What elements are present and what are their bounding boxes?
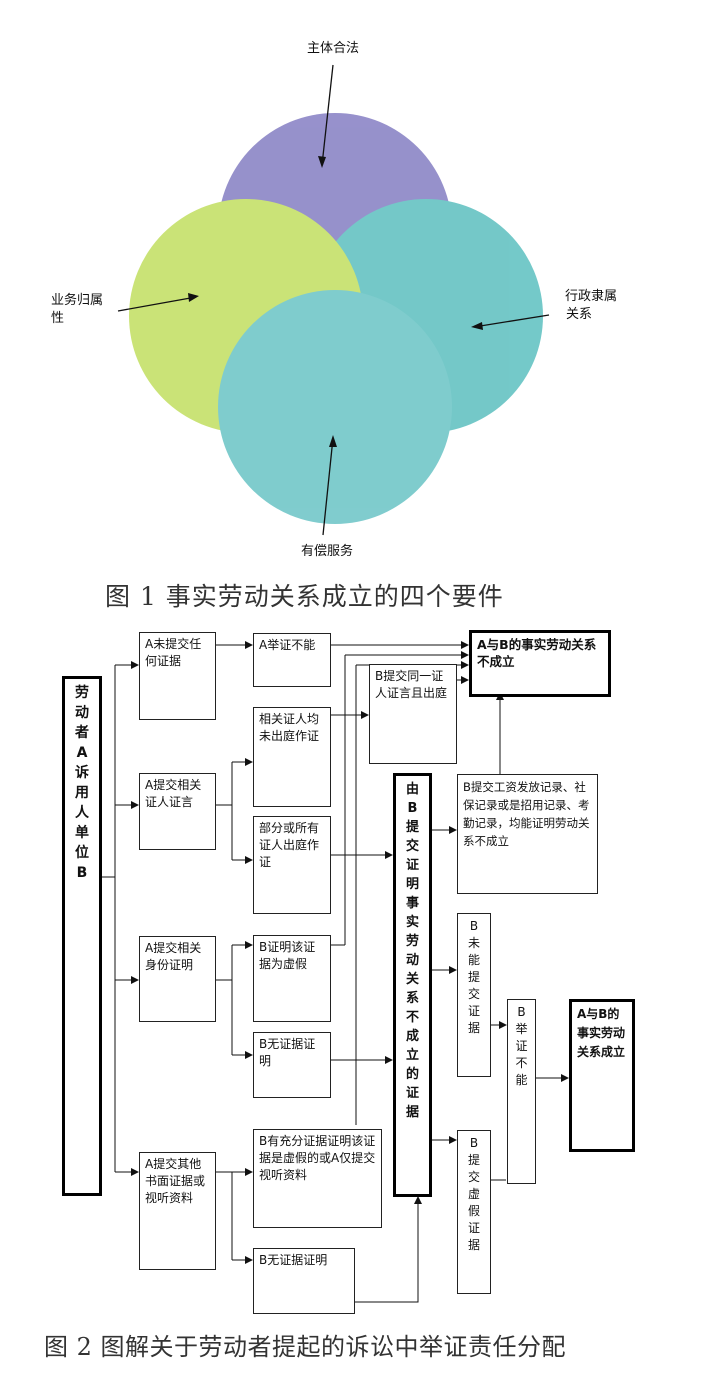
b-no-evidence-box-1: B无证据证明 xyxy=(253,1032,331,1098)
label-business-attribution: 业务归属 性 xyxy=(51,292,103,328)
label-paid-service: 有偿服务 xyxy=(301,544,354,559)
witness-partial-box: 部分或所有证人出庭作证 xyxy=(253,816,331,914)
root-text: 劳动者A诉用人单位B xyxy=(75,685,89,881)
arrow-right xyxy=(473,314,550,328)
label-business-attribution-line2: 性 xyxy=(51,311,65,326)
venn-diagram xyxy=(117,64,550,536)
a-witness-box: A提交相关证人证言 xyxy=(139,773,216,850)
center-evidence-text: 由B提交证明事实劳动关系不成立的证据 xyxy=(406,782,420,1120)
label-business-attribution-line1: 业务归属 xyxy=(51,293,104,308)
label-admin-line2: 关系 xyxy=(566,307,593,322)
b-records-box: B提交工资发放记录、社保记录或是招用记录、考勤记录，均能证明劳动关系不成立 xyxy=(457,774,598,894)
venn-circle-paid-service xyxy=(218,290,452,524)
b-false-submit-text: B提交虚假证据 xyxy=(468,1136,481,1252)
b-false-submit-box: B提交虚假证据 xyxy=(457,1130,491,1294)
a-cannot-prove-box: A举证不能 xyxy=(253,633,331,687)
b-sufficient-evidence-box: B有充分证据证明该证据是虚假的或A仅提交视听资料 xyxy=(253,1129,382,1228)
center-evidence-box: 由B提交证明事实劳动关系不成立的证据 xyxy=(393,773,432,1197)
b-not-submit-box: B未能提交证据 xyxy=(457,913,491,1077)
arrow-bottom xyxy=(322,437,334,536)
result-not-established-box: A与B的事实劳动关系不成立 xyxy=(469,630,611,697)
b-same-witness-box: B提交同一证人证言且出庭 xyxy=(369,664,457,764)
label-administrative-subordination: 行政隶属 关系 xyxy=(565,288,617,324)
result-established-box: A与B的事实劳动关系成立 xyxy=(569,999,635,1152)
b-not-submit-text: B未能提交证据 xyxy=(468,919,481,1035)
label-admin-line1: 行政隶属 xyxy=(565,289,618,304)
witness-absent-box: 相关证人均未出庭作证 xyxy=(253,707,331,807)
label-subject-legal: 主体合法 xyxy=(307,41,360,56)
b-unable-text: B举证不能 xyxy=(515,1005,528,1087)
b-no-evidence-box-2: B无证据证明 xyxy=(253,1248,355,1314)
arrow-left xyxy=(117,296,197,312)
b-prove-false-box: B证明该证据为虚假 xyxy=(253,935,331,1022)
a-identity-box: A提交相关身份证明 xyxy=(139,936,216,1022)
figure2-caption: 图 2 图解关于劳动者提起的诉讼中举证责任分配 xyxy=(44,1333,567,1361)
root-box: 劳动者A诉用人单位B xyxy=(62,676,102,1196)
b-unable-box: B举证不能 xyxy=(507,999,536,1184)
a-no-evidence-box: A未提交任何证据 xyxy=(139,632,216,720)
arrow-top xyxy=(321,64,334,166)
figure1-caption: 图 1 事实劳动关系成立的四个要件 xyxy=(105,582,504,611)
a-documents-box: A提交其他书面证据或视听资料 xyxy=(139,1152,216,1270)
